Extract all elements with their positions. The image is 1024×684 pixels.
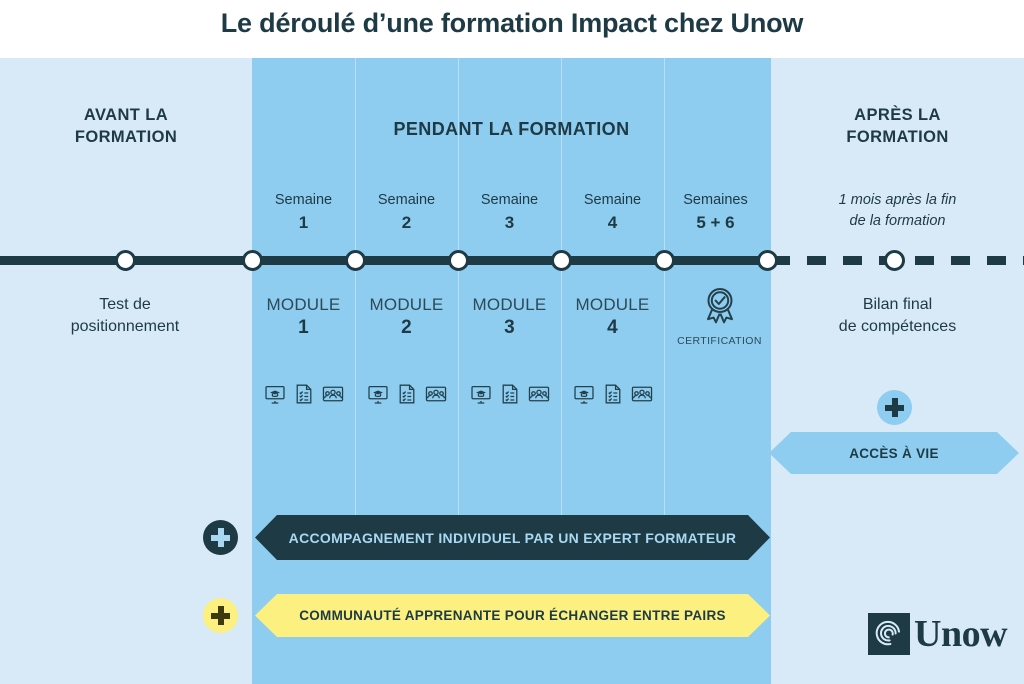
banner-accompagnement: ACCOMPAGNEMENT INDIVIDUEL PAR UN EXPERT … <box>255 515 770 560</box>
page-title: Le déroulé d’une formation Impact chez U… <box>220 8 804 38</box>
week-label-2: Semaine 2 <box>355 190 458 236</box>
week-label-5: Semaines 5 + 6 <box>664 190 767 236</box>
webinar-group-icon <box>631 383 653 405</box>
unow-spiral-icon <box>868 613 910 655</box>
module-2: MODULE 2 <box>355 294 458 341</box>
unow-wordmark: Unow <box>914 613 1008 655</box>
panel-before <box>0 58 252 684</box>
banner-communaute: COMMUNAUTÉ APPRENANTE POUR ÉCHANGER ENTR… <box>255 594 770 637</box>
elearning-monitor-icon <box>573 383 595 405</box>
elearning-monitor-icon <box>470 383 492 405</box>
timeline-dot-week1 <box>242 250 263 271</box>
timeline-dot-test <box>115 250 136 271</box>
module-icons-4 <box>561 383 664 405</box>
module-word: MODULE <box>266 295 341 314</box>
module-number: 1 <box>298 317 309 339</box>
elearning-monitor-icon <box>367 383 389 405</box>
plus-bar-vertical <box>891 398 898 417</box>
column-divider <box>458 58 459 515</box>
column-divider <box>355 58 356 515</box>
week-number: 3 <box>504 213 515 233</box>
plus-bar-vertical <box>217 528 224 547</box>
module-word: MODULE <box>575 295 650 314</box>
certification-label: CERTIFICATION <box>677 335 762 347</box>
column-divider <box>664 58 665 515</box>
week-number: 5 + 6 <box>696 213 735 233</box>
banner-acces-a-vie: ACCÈS À VIE <box>769 432 1019 474</box>
module-3: MODULE 3 <box>458 294 561 341</box>
timeline-dot-week4 <box>551 250 572 271</box>
module-number: 3 <box>504 317 515 339</box>
timeline-dot-week3 <box>448 250 469 271</box>
plus-icon-acces-a-vie <box>877 390 912 425</box>
panel-during <box>252 58 771 684</box>
week-word: Semaine <box>583 192 642 208</box>
week-word: Semaines <box>683 192 748 208</box>
week-word: Semaine <box>480 192 539 208</box>
elearning-monitor-icon <box>264 383 286 405</box>
timeline-dot-week56 <box>654 250 675 271</box>
plus-icon-accompagnement <box>203 520 238 555</box>
week-word: Semaine <box>377 192 436 208</box>
checklist-document-icon <box>396 383 418 405</box>
webinar-group-icon <box>528 383 550 405</box>
certification-block: CERTIFICATION <box>668 282 771 347</box>
checklist-document-icon <box>499 383 521 405</box>
week-number: 2 <box>401 213 412 233</box>
module-1: MODULE 1 <box>252 294 355 341</box>
module-icons-2 <box>355 383 458 405</box>
timeline-dot-bilan <box>884 250 905 271</box>
plus-icon-communaute <box>203 598 238 633</box>
timeline-solid-line <box>0 256 771 265</box>
week-number: 1 <box>298 213 309 233</box>
timeline-dot-end <box>757 250 778 271</box>
webinar-group-icon <box>425 383 447 405</box>
module-icons-1 <box>252 383 355 405</box>
week-number: 4 <box>607 213 618 233</box>
module-number: 2 <box>401 317 412 339</box>
webinar-group-icon <box>322 383 344 405</box>
checklist-document-icon <box>293 383 315 405</box>
week-label-3: Semaine 3 <box>458 190 561 236</box>
panel-after <box>771 58 1024 684</box>
module-number: 4 <box>607 317 618 339</box>
unow-logo: Unow <box>868 613 1008 655</box>
week-label-4: Semaine 4 <box>561 190 664 236</box>
timeline-dot-week2 <box>345 250 366 271</box>
week-word: Semaine <box>274 192 333 208</box>
section-heading-during: PENDANT LA FORMATION <box>393 119 630 139</box>
week-label-1: Semaine 1 <box>252 190 355 236</box>
column-divider <box>561 58 562 515</box>
award-badge-check-icon <box>697 288 743 332</box>
module-icons-3 <box>458 383 561 405</box>
module-4: MODULE 4 <box>561 294 664 341</box>
module-word: MODULE <box>369 295 444 314</box>
checklist-document-icon <box>602 383 624 405</box>
module-word: MODULE <box>472 295 547 314</box>
plus-bar-vertical <box>217 606 224 625</box>
